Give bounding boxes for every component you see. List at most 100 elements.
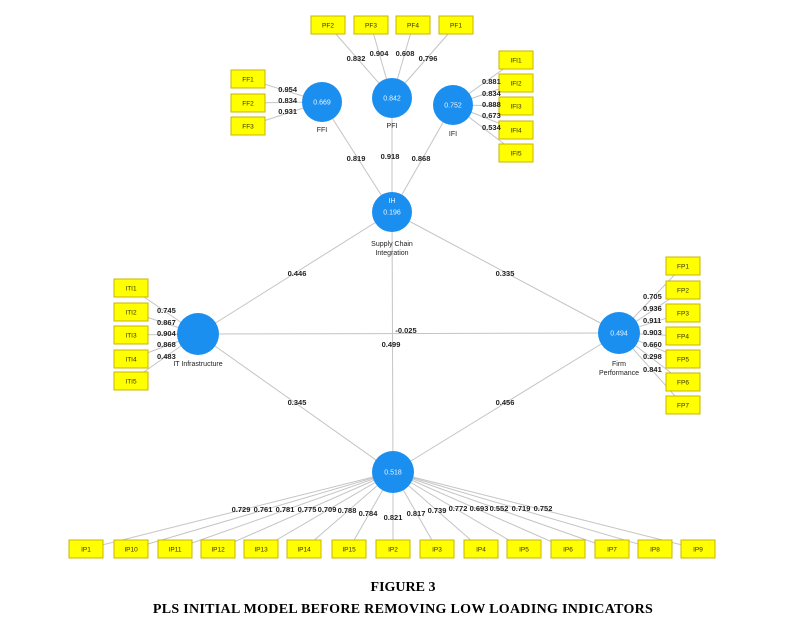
loading-value: 0.775 (298, 505, 317, 514)
loading-connector (260, 471, 394, 550)
indicator-box: IP8 (637, 539, 673, 559)
loading-value: 0.719 (512, 504, 531, 513)
indicator-box: FP1 (665, 256, 701, 276)
construct-label: Supply Chain (371, 241, 413, 248)
loading-value: 0.483 (157, 352, 176, 361)
indicator-box: FF2 (230, 93, 266, 113)
structural-path (197, 332, 620, 335)
indicator-name: ITI4 (125, 357, 137, 364)
path-coefficient: 0.868 (412, 154, 431, 163)
indicator-name: ITI1 (125, 286, 137, 293)
loading-connector (392, 471, 525, 550)
figure-title: FIGURE 3 (370, 580, 436, 595)
indicator-box: IFI3 (498, 96, 534, 116)
construct-label: FFI (317, 127, 328, 134)
r-squared: 0.752 (444, 103, 462, 110)
path-coefficient: 0.499 (382, 340, 401, 349)
indicator-box: IP7 (594, 539, 630, 559)
loading-connector (392, 471, 656, 550)
latent-construct: 0.669 (302, 82, 342, 122)
loading-value: 0.552 (490, 504, 509, 513)
loading-connector (85, 471, 394, 550)
loading-value: 0.911 (643, 316, 661, 325)
indicator-name: IP5 (519, 547, 529, 554)
loading-value: 0.709 (318, 505, 337, 514)
indicator-box: IP6 (550, 539, 586, 559)
indicator-name: PF2 (322, 23, 334, 30)
loading-value: 0.817 (407, 509, 426, 518)
loading-value: 0.936 (643, 304, 662, 313)
indicator-name: IP9 (693, 547, 703, 554)
indicator-name: IP7 (607, 547, 617, 554)
indicator-box: PF1 (438, 15, 474, 35)
indicator-name: FP5 (677, 357, 689, 364)
loading-value: 0.534 (482, 123, 502, 132)
latent-construct: 0.494 (598, 312, 640, 354)
indicator-box: IP4 (463, 539, 499, 559)
indicator-name: IP4 (476, 547, 486, 554)
indicator-box: FF3 (230, 116, 266, 136)
indicator-name: IP6 (563, 547, 573, 554)
path-coefficient: 0.918 (381, 152, 400, 161)
loading-value: 0.832 (347, 54, 366, 63)
loading-value: 0.881 (482, 77, 501, 86)
r-squared: 0.494 (610, 331, 628, 338)
loading-value: 0.772 (449, 504, 468, 513)
latent-construct (177, 313, 219, 355)
indicator-name: IP8 (650, 547, 660, 554)
indicator-box: IP5 (506, 539, 542, 559)
loading-value: 0.298 (643, 352, 662, 361)
indicator-name: IP3 (432, 547, 442, 554)
indicator-box: IFI1 (498, 50, 534, 70)
path-coefficient: 0.456 (496, 398, 515, 407)
indicator-box: IP11 (157, 539, 193, 559)
construct-tag: IH (389, 198, 396, 205)
structural-path (197, 333, 394, 473)
construct-label: IFI (449, 131, 457, 138)
indicator-name: IP14 (297, 547, 311, 554)
indicator-name: FP4 (677, 334, 689, 341)
indicator-box: ITI1 (113, 278, 149, 298)
structural-path (197, 211, 393, 335)
indicator-box: FF1 (230, 69, 266, 89)
indicator-name: ITI3 (125, 333, 137, 340)
path-coefficient: -0.025 (395, 326, 416, 335)
indicator-name: IFI2 (510, 81, 522, 88)
path-coefficient: 0.335 (496, 269, 515, 278)
indicator-box: FP6 (665, 372, 701, 392)
loading-value: 0.834 (278, 96, 298, 105)
construct-label: IT Infrastructure (173, 361, 222, 368)
loading-value: 0.904 (370, 49, 390, 58)
indicator-name: IP10 (124, 547, 138, 554)
indicator-name: IFI1 (510, 58, 522, 65)
loading-value: 0.660 (643, 340, 662, 349)
r-squared: 0.669 (313, 100, 331, 107)
indicator-box: ITI3 (113, 325, 149, 345)
structural-path (391, 211, 620, 334)
indicator-name: IP2 (388, 547, 398, 554)
indicator-name: IFI5 (510, 151, 522, 158)
indicator-name: IP11 (169, 547, 182, 554)
indicator-name: ITI2 (125, 310, 137, 317)
r-squared: 0.196 (383, 210, 401, 217)
indicator-name: ITI5 (125, 379, 137, 386)
loading-value: 0.752 (534, 504, 553, 513)
loading-value: 0.904 (157, 329, 177, 338)
indicator-name: PF3 (365, 23, 377, 30)
path-coefficient: 0.819 (347, 154, 366, 163)
indicator-box: FP5 (665, 349, 701, 369)
indicator-box: IFI5 (498, 143, 534, 163)
indicator-name: FF2 (242, 101, 254, 108)
indicator-box: IP13 (243, 539, 279, 559)
loading-value: 0.834 (482, 89, 502, 98)
indicator-box: FP3 (665, 303, 701, 323)
indicator-name: FF1 (242, 77, 254, 84)
latent-construct: 0.196 (372, 192, 412, 232)
indicator-box: FP7 (665, 395, 701, 415)
latent-construct: 0.842 (372, 78, 412, 118)
indicator-box: ITI4 (113, 349, 149, 369)
path-coefficient: 0.446 (288, 269, 307, 278)
loading-value: 0.745 (157, 306, 176, 315)
indicator-box: FP2 (665, 280, 701, 300)
